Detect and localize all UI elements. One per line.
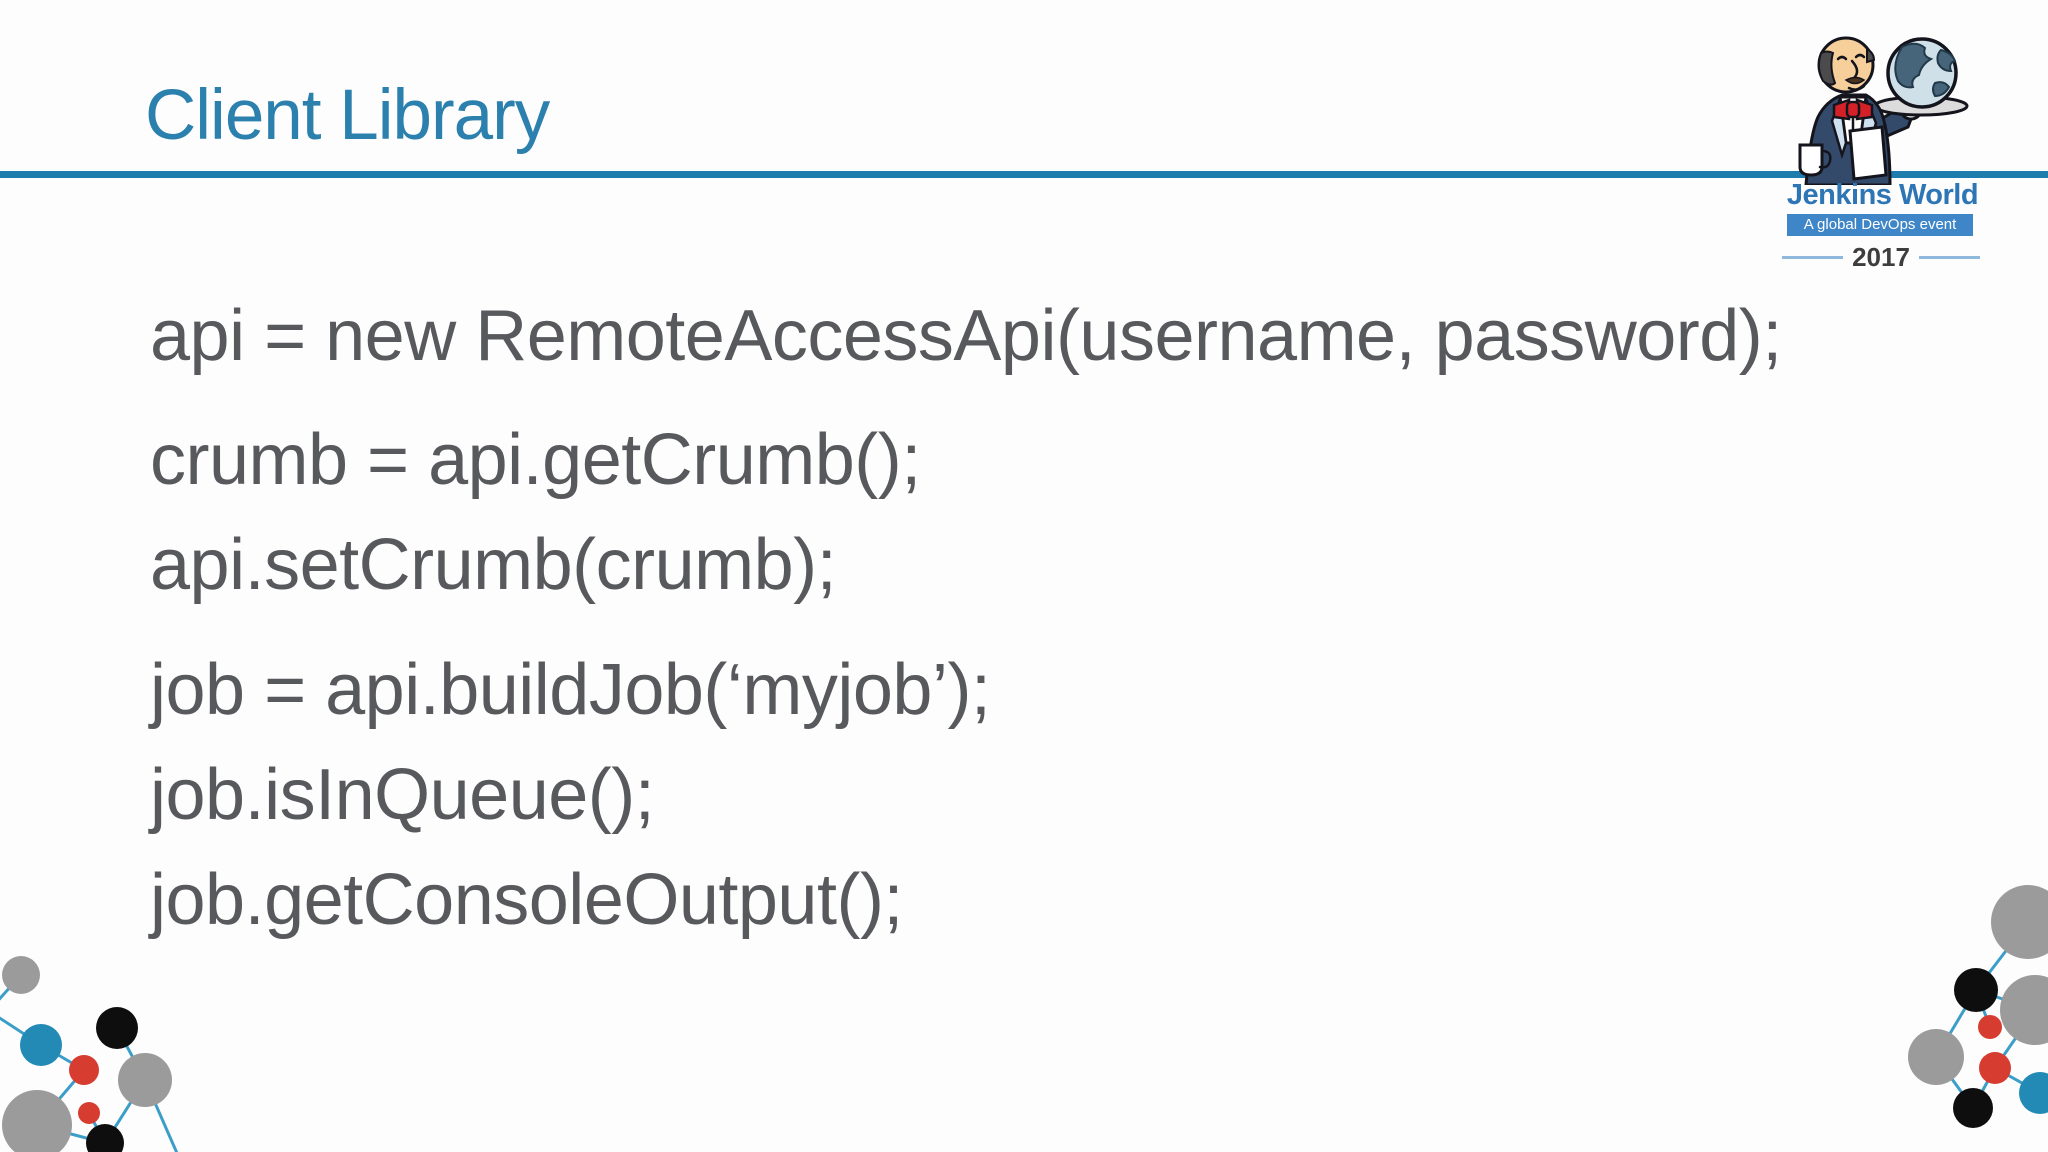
- logo-tagline-band: A global DevOps event: [1787, 214, 1973, 236]
- bow-tie-icon: [1832, 98, 1874, 121]
- logo-year: 2017: [1852, 242, 1910, 272]
- year-left-rule: [1782, 255, 1844, 259]
- code-line-4: job = api.buildJob(‘myjob’);: [150, 650, 991, 730]
- jenkins-world-logo: Jenkins World A global DevOps event 2017: [1780, 25, 1985, 270]
- butler-head-icon: [1817, 36, 1876, 94]
- mug-icon: [1798, 143, 1832, 177]
- logo-brand-text: Jenkins World: [1786, 179, 1979, 211]
- code-line-1: api = new RemoteAccessApi(username, pass…: [150, 296, 1782, 376]
- network-decoration-left: [0, 956, 179, 1152]
- globe-icon: [1886, 37, 1958, 109]
- towel-icon: [1848, 125, 1888, 181]
- code-line-6: job.getConsoleOutput();: [150, 860, 903, 940]
- code-line-3: api.setCrumb(crumb);: [150, 525, 837, 605]
- page-title: Client Library: [145, 76, 550, 155]
- logo-year-row: 2017: [1782, 241, 1980, 273]
- jenkins-butler-icon: [1798, 36, 1969, 185]
- code-line-2: crumb = api.getCrumb();: [150, 420, 921, 500]
- code-line-5: job.isInQueue();: [150, 755, 655, 835]
- network-decoration-right: [1908, 885, 2048, 1128]
- title-underline-rule: [0, 171, 2048, 178]
- year-right-rule: [1918, 255, 1980, 259]
